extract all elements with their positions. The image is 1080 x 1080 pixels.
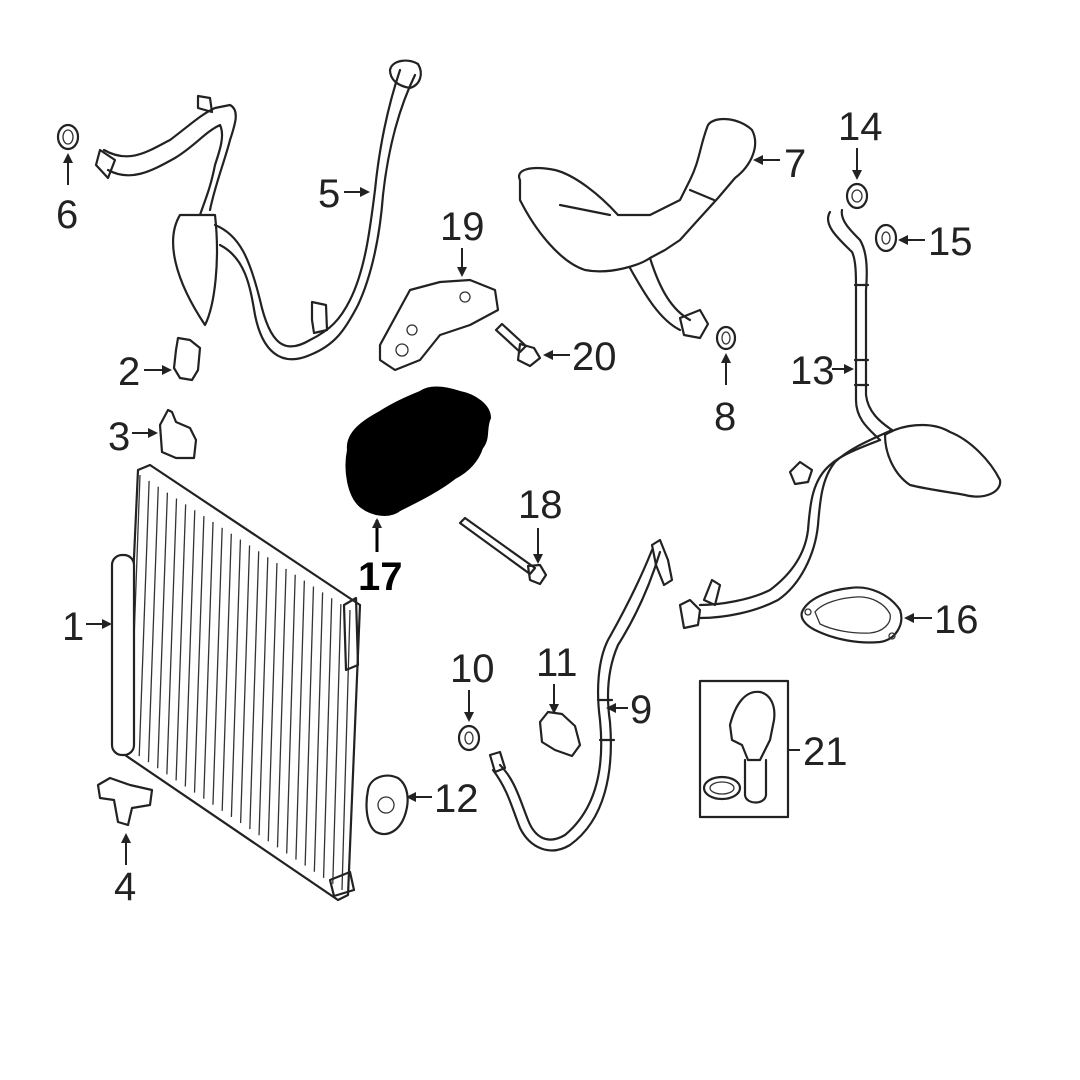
condenser-fin bbox=[147, 486, 159, 763]
callout-17[interactable]: 17 bbox=[358, 555, 403, 599]
condenser-fin bbox=[295, 580, 305, 860]
part-21-kit[interactable] bbox=[698, 679, 790, 819]
condenser-fin bbox=[267, 563, 278, 842]
callout-9[interactable]: 9 bbox=[630, 688, 652, 732]
condenser-fin bbox=[286, 574, 296, 854]
callout-5[interactable]: 5 bbox=[318, 172, 340, 216]
condenser-fin bbox=[212, 527, 223, 805]
condenser-fin bbox=[304, 586, 315, 866]
callout-14[interactable]: 14 bbox=[838, 105, 883, 149]
part-19-bracket[interactable] bbox=[378, 278, 500, 372]
callout-13[interactable]: 13 bbox=[790, 349, 835, 393]
part-4-bracket[interactable] bbox=[96, 776, 154, 827]
part-8-o-ring[interactable] bbox=[715, 325, 737, 351]
part-3-clip[interactable] bbox=[158, 408, 198, 460]
condenser-fin bbox=[313, 592, 324, 872]
part-6-o-ring[interactable] bbox=[56, 123, 80, 151]
part-16-gasket[interactable] bbox=[800, 586, 903, 644]
callout-6[interactable]: 6 bbox=[56, 193, 78, 237]
condenser-fin bbox=[258, 557, 269, 836]
callout-16[interactable]: 16 bbox=[934, 598, 979, 642]
condenser-fin bbox=[239, 545, 251, 824]
part-13-ac-line[interactable] bbox=[678, 208, 1002, 630]
condenser-fin bbox=[166, 498, 178, 775]
condenser-fin bbox=[230, 539, 242, 817]
callout-2[interactable]: 2 bbox=[118, 350, 140, 394]
condenser-fin bbox=[332, 604, 342, 884]
condenser-fin bbox=[341, 609, 351, 891]
callout-18[interactable]: 18 bbox=[518, 483, 563, 527]
part-17-compressor[interactable] bbox=[345, 386, 492, 516]
part-1-condenser[interactable] bbox=[110, 463, 362, 902]
part-12-valve[interactable] bbox=[365, 774, 409, 836]
part-11-pressure-switch[interactable] bbox=[538, 710, 582, 758]
part-10-o-ring[interactable] bbox=[457, 724, 481, 752]
callout-11[interactable]: 11 bbox=[536, 641, 578, 685]
condenser-fin bbox=[138, 480, 150, 757]
part-2-bracket[interactable] bbox=[172, 336, 202, 382]
part-14-o-ring[interactable] bbox=[845, 182, 869, 210]
part-18-bolt[interactable] bbox=[458, 516, 548, 586]
condenser-fin bbox=[157, 492, 169, 769]
callout-15[interactable]: 15 bbox=[928, 220, 973, 264]
condenser-fin bbox=[175, 504, 187, 781]
condenser-fin bbox=[184, 510, 196, 787]
callout-1[interactable]: 1 bbox=[62, 605, 84, 649]
part-15-o-ring[interactable] bbox=[874, 223, 898, 253]
part-7-suction-hose[interactable] bbox=[517, 117, 757, 340]
callout-4[interactable]: 4 bbox=[114, 865, 136, 909]
condenser-fin bbox=[249, 551, 260, 830]
callout-7[interactable]: 7 bbox=[784, 142, 806, 186]
callout-3[interactable]: 3 bbox=[108, 415, 130, 459]
condenser-fin bbox=[322, 598, 333, 878]
condenser-fin bbox=[276, 568, 287, 848]
callout-10[interactable]: 10 bbox=[450, 647, 495, 691]
condenser-fin bbox=[203, 521, 214, 799]
part-5-ac-line[interactable] bbox=[94, 59, 422, 361]
condenser-fin bbox=[221, 533, 232, 811]
part-9-liquid-line[interactable] bbox=[488, 538, 674, 852]
part-20-bolt[interactable] bbox=[494, 322, 542, 368]
condenser-fins bbox=[129, 474, 351, 891]
callout-12[interactable]: 12 bbox=[434, 777, 479, 821]
condenser-fin bbox=[193, 516, 205, 793]
callout-19[interactable]: 19 bbox=[440, 205, 485, 249]
callout-20[interactable]: 20 bbox=[572, 335, 617, 379]
callout-8[interactable]: 8 bbox=[714, 395, 736, 439]
callout-21[interactable]: 21 bbox=[803, 730, 848, 774]
